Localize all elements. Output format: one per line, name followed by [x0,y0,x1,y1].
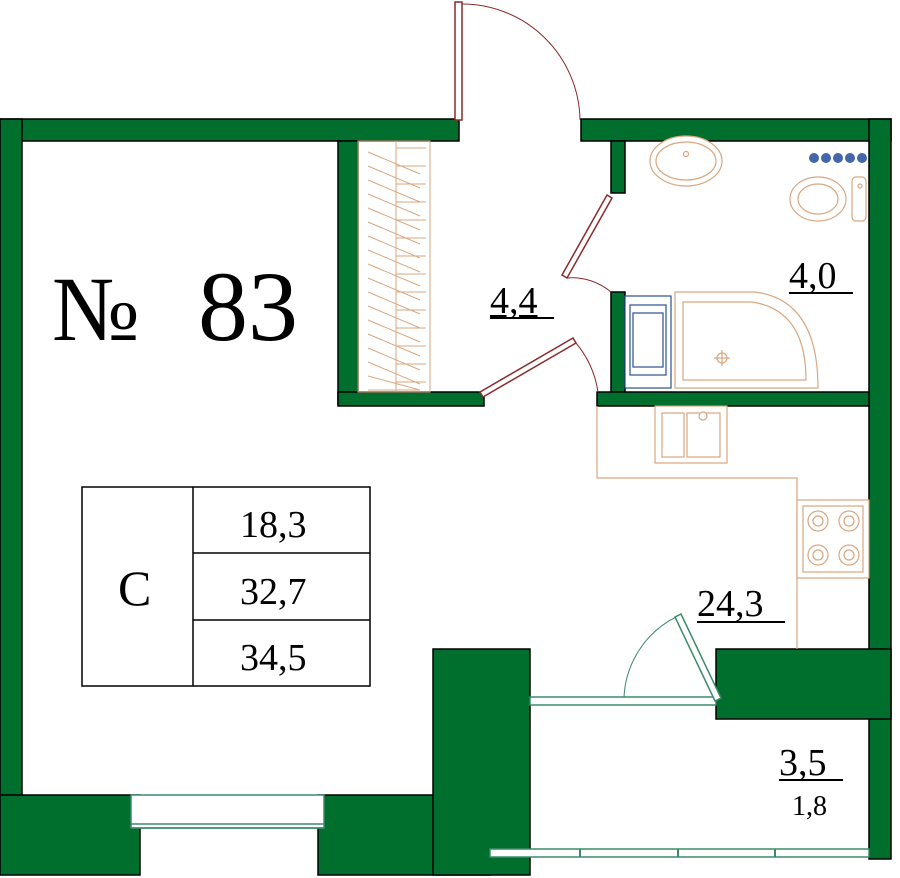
wardrobe-hatch-line [367,263,421,287]
apartment-number: 83 [198,251,298,362]
walls [0,118,892,876]
wardrobe-hatch-line [367,249,421,273]
wall-bath-upper [610,140,626,194]
window-living [130,794,325,829]
wardrobe-hatch-line [367,319,421,343]
wall-closet-left [337,140,359,405]
summary-total-with-balcony: 34,5 [240,637,307,679]
wardrobe [357,140,431,393]
wall-bath-bottom [596,391,870,407]
wardrobe-hatch-line [367,221,421,245]
bathroom-door [560,193,614,280]
wardrobe-hatch-line [367,277,421,301]
stove [796,499,870,579]
wardrobe-hatch-line [367,179,421,203]
wardrobe-hatch-line [367,193,421,217]
closet-door [478,336,578,399]
wardrobe-hatch-line [367,235,421,259]
hall-area: 4,4 [490,280,538,322]
wall-top-right [580,118,892,142]
wardrobe-hatch-line [367,151,421,175]
living-area: 24,3 [697,583,764,625]
wardrobe-hatch-line [367,291,421,315]
entrance-door [454,1,581,121]
balcony-reduced-area: 1,8 [792,791,827,822]
heater-dots [809,153,867,163]
wall-top-left [0,118,460,142]
wall-balcony-left [432,648,531,876]
washing-machine [624,295,672,389]
wardrobe-hatch-line [367,305,421,329]
bathroom-fixtures [649,135,867,464]
wardrobe-hatch-line [367,347,421,371]
wardrobe-hatch-line [367,207,421,231]
windows [130,696,870,858]
wardrobe-hatch-line [367,361,421,385]
area-summary-table [81,486,371,687]
balcony-door [623,612,722,703]
wardrobe-hatch-line [367,375,421,391]
wall-balcony-right [715,648,892,720]
window-balcony-inner [529,696,717,706]
wall-closet-bottom [337,391,485,407]
wardrobe-hatch-line [367,333,421,357]
wall-left [0,118,23,796]
wall-bath-lower [610,291,626,405]
apartment-number-sign: № [52,258,140,360]
summary-living-area: 18,3 [240,504,307,546]
window-balcony-outer [489,848,870,858]
balcony-area: 3,5 [779,742,827,784]
wall-right [868,118,892,860]
summary-total-area: 32,7 [240,571,307,613]
bathroom-area: 4,0 [789,255,837,297]
wall-bottom-left [0,794,141,876]
apartment-type: С [118,560,151,616]
wardrobe-hatch-line [367,165,421,189]
